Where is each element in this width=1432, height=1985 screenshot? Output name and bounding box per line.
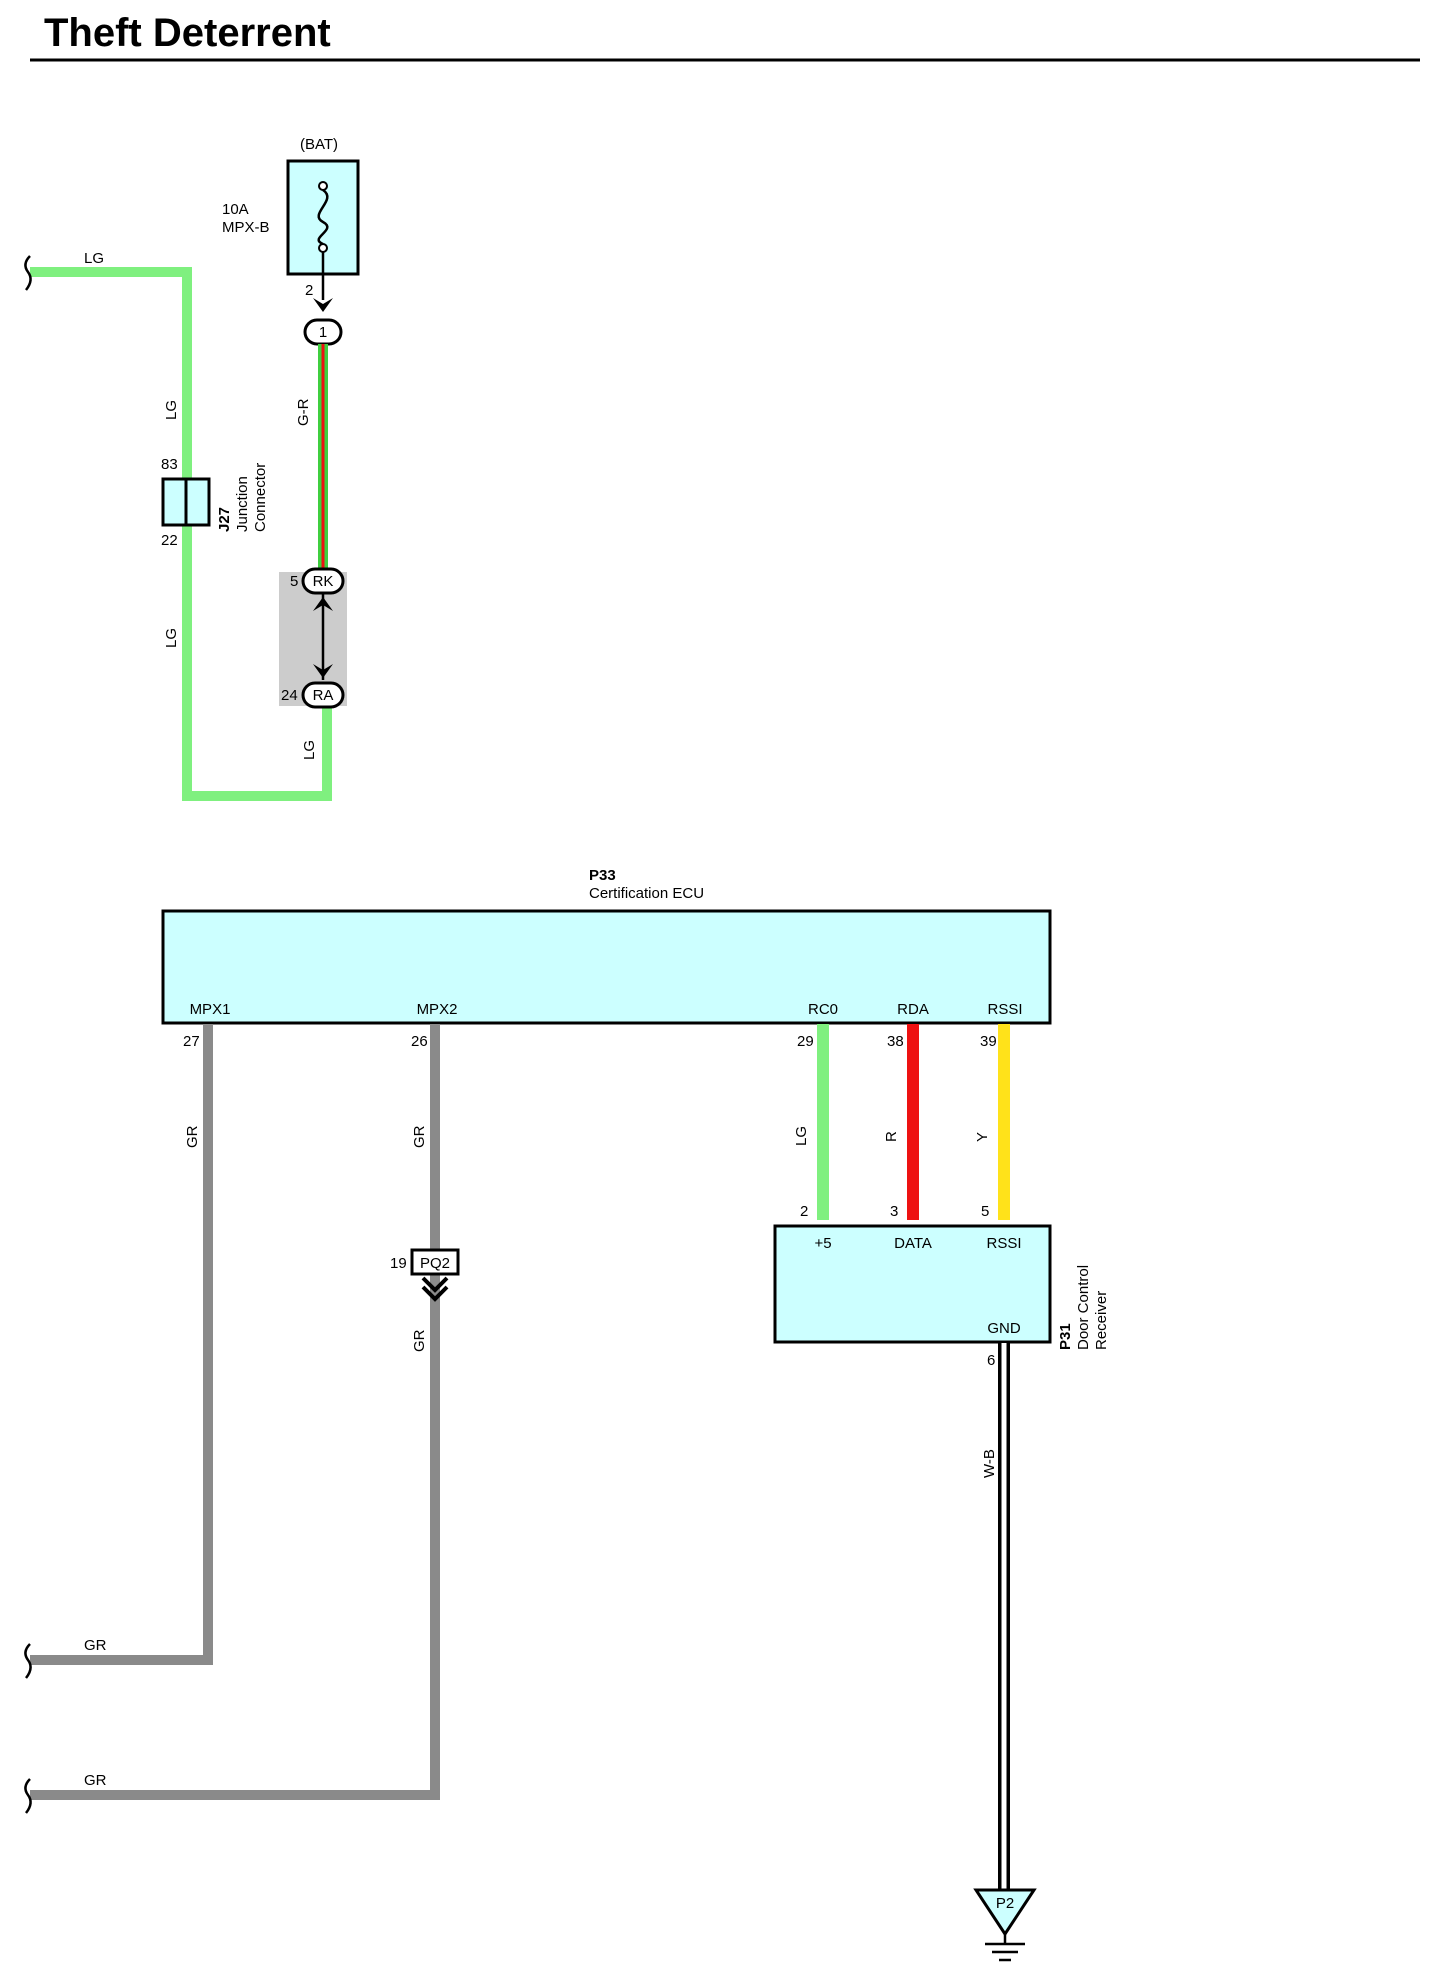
connector-up-arrow-icon <box>313 597 333 611</box>
wire-label-lg-bottom: LG <box>301 740 318 760</box>
ecu-terminal-rssi: RSSI <box>987 1001 1022 1018</box>
receiver-line1: Door Control <box>1075 1265 1092 1350</box>
wire-break-mark <box>24 1643 32 1679</box>
receiver-gnd-pin: 6 <box>987 1352 995 1369</box>
ecu-terminal-rda: RDA <box>897 1001 929 1018</box>
j27-pin-bottom: 22 <box>161 532 178 549</box>
fuse-source: (BAT) <box>300 136 338 153</box>
receiver-terminal-data: DATA <box>894 1235 932 1252</box>
fuse-terminal-bottom <box>318 243 328 253</box>
connector-pq2-code: PQ2 <box>420 1255 450 1272</box>
page-title: Theft Deterrent <box>44 11 331 55</box>
ecu-terminal-mpx2: MPX2 <box>417 1001 458 1018</box>
ecu-pin-26: 26 <box>411 1033 428 1050</box>
connector-rk-pin: 5 <box>290 573 298 590</box>
wire-w-b-stripe <box>1001 1343 1007 1895</box>
ecu-pin-29: 29 <box>797 1033 814 1050</box>
wire-label-y-rssi: Y <box>974 1132 991 1142</box>
junction-connector-j27[interactable] <box>161 477 211 527</box>
wire-break-mark <box>24 1778 32 1814</box>
connector-rk[interactable] <box>301 567 345 595</box>
ground-p2-symbol[interactable] <box>973 1888 1037 1937</box>
connector-ra-code: RA <box>313 687 334 704</box>
fuse-terminal-top <box>318 181 328 191</box>
wire-label-gr-mpx1: GR <box>184 1125 201 1148</box>
receiver-terminal-gnd: GND <box>987 1320 1021 1337</box>
receiver-pin-2: 2 <box>800 1203 808 1220</box>
wire-g-r-stripe <box>321 344 325 576</box>
j27-code: J27 <box>216 507 233 532</box>
connector-ra-pin: 24 <box>281 687 298 704</box>
ecu-pin-39: 39 <box>980 1033 997 1050</box>
wire-lg-rc0 <box>817 1024 829 1220</box>
fuse-name: MPX-B <box>222 219 270 236</box>
connector-pq2-chevron-icon <box>421 1276 449 1302</box>
receiver-line2: Receiver <box>1093 1291 1110 1350</box>
ecu-terminal-mpx1: MPX1 <box>190 1001 231 1018</box>
receiver-terminal-plus5: +5 <box>814 1235 831 1252</box>
wire-y-rssi <box>998 1024 1010 1220</box>
fuse-pin: 2 <box>305 282 313 299</box>
wire-label-lg-upper: LG <box>163 400 180 420</box>
ground-p2-code: P2 <box>996 1895 1014 1912</box>
j27-line2: Connector <box>252 463 269 532</box>
wire-label-gr-mpx2: GR <box>411 1125 428 1148</box>
fuse-rating: 10A <box>222 201 249 218</box>
wire-label-gr-mpx2-exit: GR <box>84 1772 107 1789</box>
wire-label-lg-lower: LG <box>163 628 180 648</box>
ecu-terminal-rc0: RC0 <box>808 1001 838 1018</box>
connector-pq2[interactable] <box>410 1248 460 1276</box>
wire-r-rda <box>907 1024 919 1220</box>
wire-gr-mpx1 <box>30 1024 213 1665</box>
ecu-name: Certification ECU <box>589 885 704 902</box>
wire-label-g-r: G-R <box>295 398 312 426</box>
ecu-box[interactable] <box>161 909 1052 1025</box>
connector-rk-code: RK <box>313 573 334 590</box>
receiver-box[interactable] <box>773 1224 1052 1344</box>
j27-pin-top: 83 <box>161 456 178 473</box>
j27-line1: Junction <box>234 476 251 532</box>
wire-label-gr-mpx1-exit: GR <box>84 1637 107 1654</box>
ecu-pin-27: 27 <box>183 1033 200 1050</box>
wire-label-r-rda: R <box>883 1131 900 1142</box>
wire-label-lg-rc0: LG <box>793 1126 810 1146</box>
wire-gr-mpx2 <box>30 1024 440 1800</box>
receiver-code: P31 <box>1057 1323 1074 1350</box>
connector-ra[interactable] <box>301 681 345 709</box>
wire-label-gr-mpx2-lower: GR <box>411 1329 428 1352</box>
wire-label-w-b: W-B <box>981 1449 998 1478</box>
connector-pq2-pin: 19 <box>390 1255 407 1272</box>
wire-break-mark <box>24 255 32 291</box>
wire-label-lg-entry: LG <box>84 250 104 267</box>
junction-oval-label: 1 <box>319 324 327 341</box>
ecu-pin-38: 38 <box>887 1033 904 1050</box>
wire-lg-loop <box>30 267 332 801</box>
fuse-element-icon <box>317 188 329 246</box>
connector-down-arrow-icon <box>313 664 333 678</box>
ecu-code: P33 <box>589 867 616 884</box>
receiver-terminal-rssi: RSSI <box>986 1235 1021 1252</box>
receiver-pin-3: 3 <box>890 1203 898 1220</box>
fuse-pin-arrow-icon <box>313 298 333 312</box>
receiver-pin-5: 5 <box>981 1203 989 1220</box>
